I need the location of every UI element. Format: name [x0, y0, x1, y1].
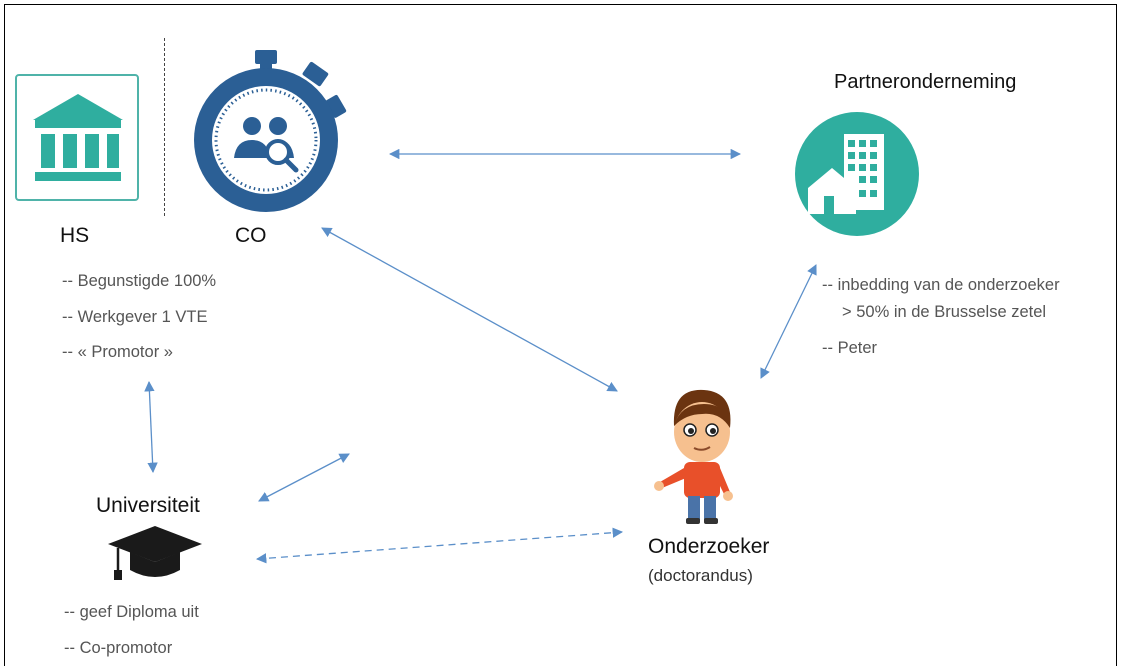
bank-icon: [33, 94, 123, 181]
hs-bullet-1: -- Begunstigde 100%: [62, 272, 217, 290]
stopwatch-people-icon: [194, 50, 347, 212]
arrow-co-onderzoeker: [321, 227, 618, 392]
person-icon: [654, 389, 733, 524]
onderzoeker-label: Onderzoeker: [648, 535, 770, 558]
hs-label: HS: [60, 224, 90, 247]
partner-bullet-3: -- Peter: [822, 339, 878, 357]
onderzoeker-sublabel: (doctorandus): [648, 566, 753, 585]
universiteit-bullet-2: -- Co-promotor: [64, 639, 173, 657]
arrow-hs-universiteit: [144, 380, 158, 474]
building-icon: [795, 112, 919, 236]
graduation-cap-icon: [108, 526, 202, 580]
partner-label: Partneronderneming: [834, 71, 1017, 93]
hs-bullet-2: -- Werkgever 1 VTE: [62, 308, 208, 326]
hs-co-divider: [164, 38, 165, 216]
universiteit-label: Universiteit: [96, 494, 200, 517]
hs-bullet-3: -- « Promotor »: [62, 343, 173, 361]
partner-bullet-2: > 50% in de Brusselse zetel: [842, 303, 1047, 321]
partner-bullet-1: -- inbedding van de onderzoeker: [822, 276, 1060, 294]
arrow-universiteit-onderzoeker: [255, 527, 624, 564]
universiteit-bullet-1: -- geef Diploma uit: [64, 603, 199, 621]
diagram-frame: [4, 4, 1117, 666]
arrow-partner-onderzoeker: [760, 264, 817, 379]
hs-tile: [15, 74, 139, 201]
co-label: CO: [235, 224, 267, 247]
arrow-universiteit-co: [258, 453, 350, 502]
